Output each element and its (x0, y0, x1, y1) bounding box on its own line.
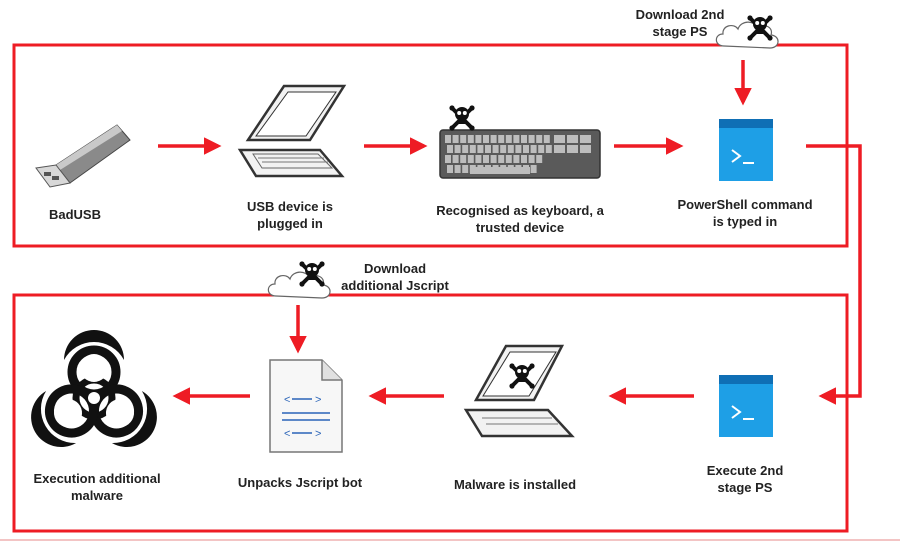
keyboard-key (483, 155, 489, 163)
keyboard-key (477, 145, 484, 153)
keyboard-key (554, 145, 565, 153)
keyboard-key (530, 145, 537, 153)
keyboard-key (445, 135, 451, 143)
keyboard-key (447, 165, 453, 173)
keyboard-key (536, 155, 543, 163)
keyboard-key (460, 135, 467, 143)
laptop-icon (237, 84, 347, 178)
keyboard-key (454, 145, 461, 153)
usb-stick-icon (35, 124, 131, 188)
keyboard-key (515, 145, 522, 153)
keyboard-key (469, 145, 476, 153)
label-download-second-stage: Download 2nd stage PS (635, 7, 725, 39)
keyboard-key (485, 145, 491, 153)
keyboard-key (490, 155, 497, 163)
keyboard-key (513, 135, 520, 143)
svg-text:<: < (284, 394, 290, 406)
keyboard-key (452, 155, 459, 163)
label-download-jscript: Download additional Jscript (341, 261, 449, 293)
keyboard-key (467, 135, 474, 143)
svg-text:>: > (315, 394, 321, 406)
keyboard-key (543, 135, 550, 143)
bottom-stage-box (12, 293, 849, 533)
keyboard-key (500, 145, 507, 153)
keyboard-key (580, 145, 591, 153)
keyboard-key (467, 155, 474, 163)
keyboard-key (462, 165, 469, 173)
keyboard-key (505, 135, 512, 143)
keyboard-key (452, 135, 459, 143)
label-powershell-typed: PowerShell command is typed in (677, 197, 813, 229)
keyboard-key (498, 135, 505, 143)
keyboard-spacebar (470, 167, 530, 174)
keyboard-key (538, 145, 545, 153)
keyboard-key (490, 135, 497, 143)
biohazard-lobe (31, 384, 98, 447)
keyboard-key (521, 155, 527, 163)
keyboard-key (492, 145, 499, 153)
biohazard-lobe (64, 330, 124, 399)
label-recognised-keyboard: Recognised as keyboard, a trusted device (436, 203, 604, 235)
svg-text:>: > (315, 428, 321, 440)
keyboard-key (483, 135, 489, 143)
keyboard-key (498, 155, 505, 163)
keyboard-key (521, 135, 527, 143)
keyboard-key (445, 155, 451, 163)
keyboard-skull-icon (447, 103, 477, 133)
keyboard-key (545, 145, 552, 153)
keyboard-key (567, 135, 578, 143)
label-usb-plugged: USB device is plugged in (247, 199, 333, 231)
keyboard-key (475, 155, 482, 163)
svg-text:<: < (284, 428, 290, 440)
keyboard-key (475, 135, 482, 143)
keyboard-key (454, 165, 461, 173)
powershell-icon (718, 118, 774, 182)
label-malware-installed: Malware is installed (453, 477, 577, 492)
keyboard-key (505, 155, 512, 163)
label-unpacks-jscript: Unpacks Jscript bot (237, 475, 363, 490)
keyboard-key (447, 145, 453, 153)
keyboard-key (528, 135, 535, 143)
keyboard-icon (439, 129, 601, 179)
keyboard-key (513, 155, 520, 163)
keyboard-key (460, 155, 467, 163)
keyboard-key (567, 145, 578, 153)
biohazard-icon (31, 330, 157, 447)
script-file-icon: < > < > (269, 359, 343, 453)
keyboard-key (580, 135, 591, 143)
infected-laptop-icon (463, 344, 575, 438)
keyboard-key (554, 135, 565, 143)
label-execute-second-stage: Execute 2nd stage PS (706, 463, 784, 495)
keyboard-key (528, 155, 535, 163)
keyboard-key (536, 135, 543, 143)
execute-powershell-icon (718, 374, 774, 438)
keyboard-key (507, 145, 514, 153)
label-execution-malware: Execution additional malware (33, 471, 161, 503)
keyboard-key (530, 165, 537, 173)
keyboard-key (523, 145, 529, 153)
label-badusb: BadUSB (48, 207, 101, 222)
arrow-powershell-to-execute (806, 144, 862, 405)
keyboard-key (462, 145, 469, 153)
